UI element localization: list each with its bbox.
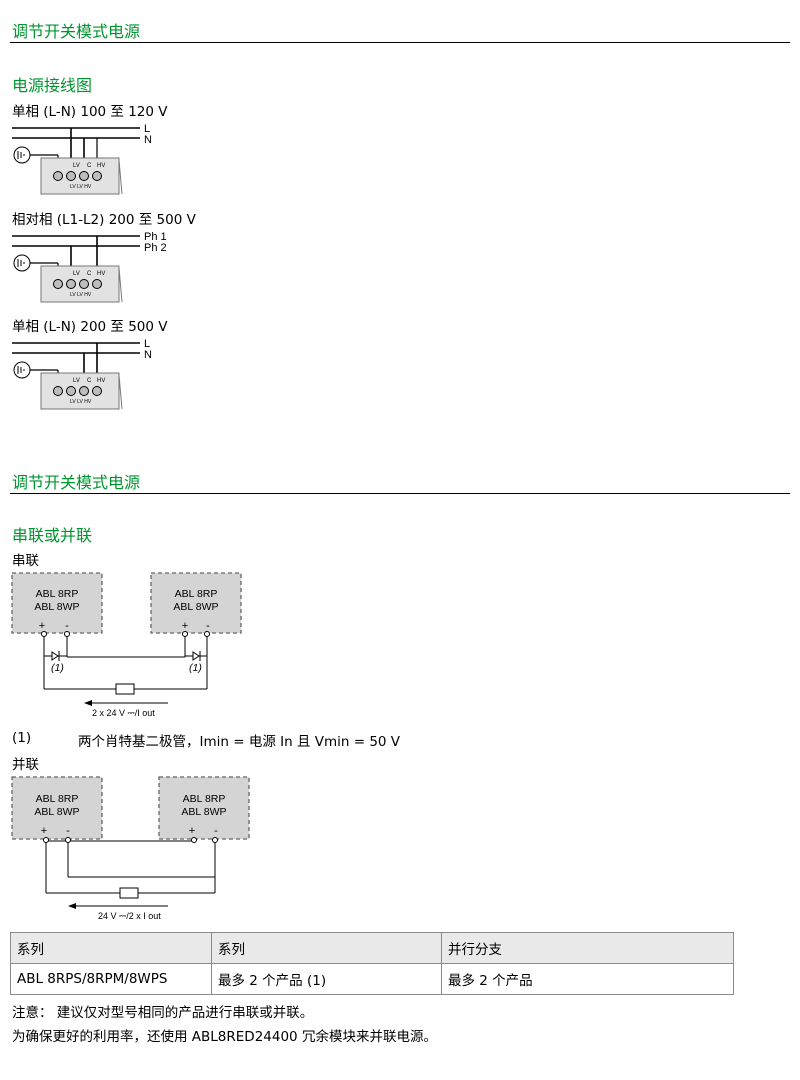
psu-box-1 (11, 572, 103, 634)
terminal-lv-label: LV (73, 271, 80, 277)
line-ph1-label: Ph 1 (144, 231, 167, 243)
psu-box-1-line1: ABL 8RP (36, 588, 79, 600)
plus-label: + (39, 620, 45, 632)
note-line-2: 为确保更好的利用率，还使用 ABL8RED24400 冗余模块来并联电源。 (12, 1029, 437, 1045)
terminal-sub-label: LV LV HV (70, 184, 92, 190)
wiring-label-2: 相对相 (L1-L2) 200 至 500 V (12, 212, 196, 228)
minus-label: - (65, 620, 69, 632)
wiring-diagram-1: L N LV C HV LV LV HV (12, 123, 152, 195)
psu-box-1-line2: ABL 8WP (34, 601, 79, 613)
series-label: 串联 (12, 553, 39, 569)
terminal-lv-label: LV (73, 163, 80, 169)
terminal-hv-label: HV (97, 271, 105, 277)
table-row: ABL 8RPS/8RPM/8WPS 最多 2 个产品 (1) 最多 2 个产品 (10, 963, 734, 995)
terminal-sub-label: LV LV HV (70, 399, 92, 405)
arrow-left-icon (84, 700, 168, 706)
table-header-cell: 系列 (10, 932, 212, 964)
wiring-label-3: 单相 (L-N) 200 至 500 V (12, 319, 168, 335)
minus-label: - (214, 825, 218, 837)
table-header-cell: 系列 (211, 932, 442, 964)
section-title-2: 调节开关模式电源 (12, 473, 141, 492)
table-cell: 最多 2 个产品 (441, 963, 734, 995)
terminal-dots-icon (41, 631, 210, 637)
psu-box-1-line1: ABL 8RP (36, 793, 79, 805)
psu-box-2-line1: ABL 8RP (175, 588, 218, 600)
ground-symbol-icon (13, 254, 31, 272)
table-header-row: 系列 系列 并行分支 (10, 932, 734, 964)
diode-label-1: (1) (51, 662, 64, 674)
terminal-sub-label: LV LV HV (70, 292, 92, 298)
parallel-label: 并联 (12, 757, 39, 773)
series-parallel-subtitle: 串联或并联 (12, 526, 93, 545)
psu-box-1 (11, 776, 103, 840)
plus-label: + (182, 620, 188, 632)
line-n-label: N (144, 134, 152, 146)
parallel-diagram: ABL 8RP ABL 8WP + - ABL 8RP ABL 8WP + - … (11, 776, 250, 921)
terminal-hv-label: HV (97, 378, 105, 384)
terminal-screws-icon (53, 386, 102, 396)
table-cell: ABL 8RPS/8RPM/8WPS (10, 963, 212, 995)
psu-box-2-line2: ABL 8WP (181, 806, 226, 818)
line-l-label: L (144, 123, 150, 135)
wiring-label-1: 单相 (L-N) 100 至 120 V (12, 104, 168, 120)
series-output-label: 2 x 24 V ⎓/I out (92, 708, 155, 718)
terminal-screws-icon (53, 279, 102, 289)
wiring-subtitle: 电源接线图 (12, 76, 93, 95)
terminal-dots-icon (43, 837, 218, 843)
load-resistor-icon (119, 887, 139, 899)
ground-symbol-icon (13, 361, 31, 379)
section-title: 调节开关模式电源 (12, 22, 141, 41)
connection-table: 系列 系列 并行分支 ABL 8RPS/8RPM/8WPS 最多 2 个产品 (… (10, 932, 734, 995)
psu-box-2 (150, 572, 242, 634)
terminal-screws-icon (53, 171, 102, 181)
minus-label: - (206, 620, 210, 632)
psu-box-2 (158, 776, 250, 840)
table-cell: 最多 2 个产品 (1) (211, 963, 442, 995)
series-diagram: ABL 8RP ABL 8WP + - ABL 8RP ABL 8WP + - … (11, 572, 242, 718)
ground-symbol-icon (13, 146, 31, 164)
terminal-hv-label: HV (97, 163, 105, 169)
terminal-lv-label: LV (73, 378, 80, 384)
parallel-output-label: 24 V ⎓/2 x I out (98, 911, 161, 921)
line-n-label: N (144, 349, 152, 361)
line-l-label: L (144, 338, 150, 350)
plus-label: + (41, 825, 47, 837)
wiring-diagram-3: L N LV C HV LV LV HV (12, 338, 152, 410)
title-rule-2 (10, 493, 790, 494)
title-rule (10, 42, 790, 43)
terminal-c-label: C (87, 163, 92, 169)
terminal-c-label: C (87, 378, 92, 384)
table-header-cell: 并行分支 (441, 932, 734, 964)
footnote-marker: (1) (12, 730, 32, 746)
plus-label: + (189, 825, 195, 837)
wiring-diagram-2: Ph 1 Ph 2 LV C HV LV LV HV (12, 231, 167, 303)
arrow-left-icon (68, 903, 168, 909)
diode-label-2: (1) (189, 662, 202, 674)
footnote-text: 两个肖特基二极管，Imin = 电源 In 且 Vmin = 50 V (78, 734, 401, 750)
minus-label: - (66, 825, 70, 837)
psu-box-2-line2: ABL 8WP (173, 601, 218, 613)
psu-box-2-line1: ABL 8RP (183, 793, 226, 805)
schottky-diode-icon (192, 651, 201, 661)
note-line-1: 注意： 建议仅对型号相同的产品进行串联或并联。 (12, 1005, 314, 1021)
schottky-diode-icon (51, 651, 60, 661)
psu-box-1-line2: ABL 8WP (34, 806, 79, 818)
load-resistor-icon (115, 683, 135, 695)
line-ph2-label: Ph 2 (144, 242, 167, 254)
terminal-c-label: C (87, 271, 92, 277)
